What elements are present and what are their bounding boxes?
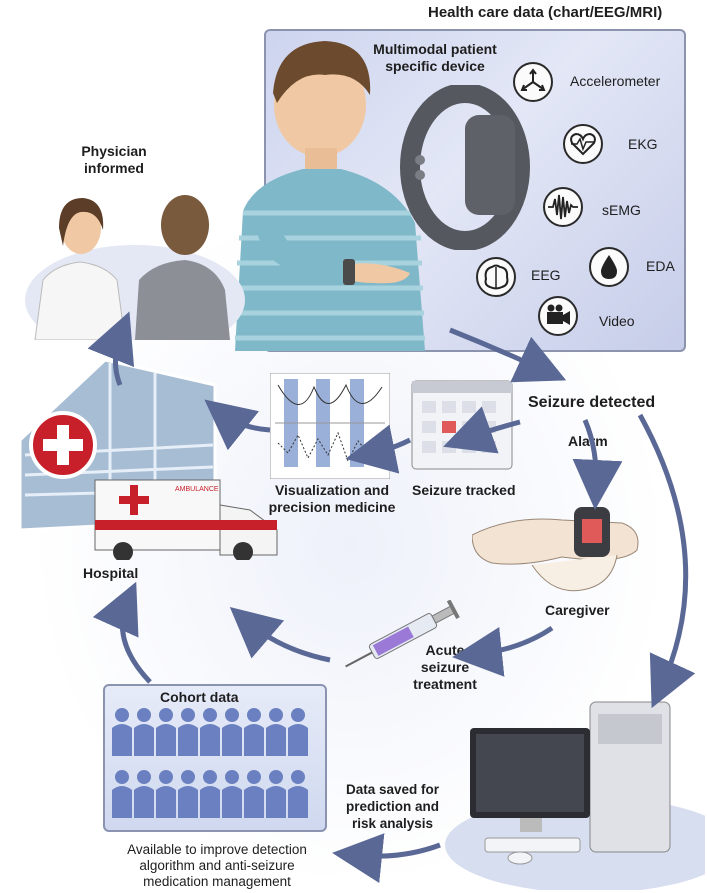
arrow-detected-to-computer <box>637 413 696 709</box>
caregiver-label: Caregiver <box>545 602 610 618</box>
caregiver-wrist-watch <box>472 507 639 592</box>
brain-icon <box>476 257 516 297</box>
data-saved-label: Data saved for prediction and risk analy… <box>335 781 450 832</box>
alarm-label: Alarm <box>568 433 608 449</box>
device-title-line2: specific device <box>385 58 485 74</box>
treatment-line3: treatment <box>413 676 477 692</box>
arrow-hospital-to-physician <box>87 311 135 386</box>
computer-workstation <box>445 701 705 890</box>
arrow-detected-to-calendar <box>443 406 521 454</box>
sensor-label-semg: sEMG <box>602 202 641 218</box>
seizure-tracked-label: Seizure tracked <box>412 482 516 498</box>
boy-illustration <box>235 41 425 351</box>
wristband-device <box>400 85 530 250</box>
data-saved-line1: Data saved for <box>345 782 440 797</box>
sensor-label-eda: EDA <box>646 258 675 274</box>
available-label: Available to improve detection algorithm… <box>86 842 348 890</box>
available-line1: Available to improve detection <box>127 842 307 857</box>
arrow-cohort-to-hospital <box>92 581 152 684</box>
cohort-people-grid <box>112 708 308 818</box>
physician-line1: Physician <box>81 143 147 159</box>
seizure-detected-label: Seizure detected <box>528 394 656 411</box>
syringe-icon <box>345 600 460 668</box>
semg-waveform-icon <box>543 187 583 227</box>
sensor-label-eeg: EEG <box>531 267 561 283</box>
visualization-label: Visualization and precision medicine <box>262 482 402 516</box>
arrow-computer-to-cohort <box>332 833 441 883</box>
accelerometer-icon <box>513 62 553 102</box>
cohort-title: Cohort data <box>160 689 239 705</box>
device-title-line1: Multimodal patient <box>373 41 497 57</box>
arrow-chart-to-hospital <box>204 399 271 451</box>
sensor-label-accelerometer: Accelerometer <box>570 73 661 89</box>
visualization-line1: Visualization and <box>274 482 390 498</box>
available-line2: algorithm and anti-seizure <box>139 858 295 873</box>
sensor-label-video: Video <box>599 313 635 329</box>
available-line3: medication management <box>143 874 291 889</box>
data-saved-line2: prediction and <box>345 799 439 814</box>
ambulance-text: AMBULANCE <box>175 486 219 493</box>
data-saved-line3: risk analysis <box>351 816 434 831</box>
video-camera-icon <box>538 296 578 336</box>
arrow-calendar-to-chart <box>345 424 412 474</box>
sensor-label-ekg: EKG <box>628 136 658 152</box>
hospital-label: Hospital <box>83 565 139 581</box>
droplet-icon <box>589 247 629 287</box>
header-title: Health care data (chart/EEG/MRI) <box>428 4 663 21</box>
arrow-device-to-detected <box>449 327 567 383</box>
arrow-detected-to-alarm <box>572 419 623 510</box>
hospital-illustration: AMBULANCE <box>18 358 278 560</box>
arrow-caregiver-to-treatment <box>452 625 554 677</box>
visualization-line2: precision medicine <box>268 499 396 515</box>
physician-line2: informed <box>84 160 144 176</box>
device-title: Multimodal patient specific device <box>355 41 515 75</box>
physician-label: Physician informed <box>74 143 154 177</box>
heart-ekg-icon <box>563 124 603 164</box>
arrow-treatment-to-hospital <box>229 606 331 663</box>
